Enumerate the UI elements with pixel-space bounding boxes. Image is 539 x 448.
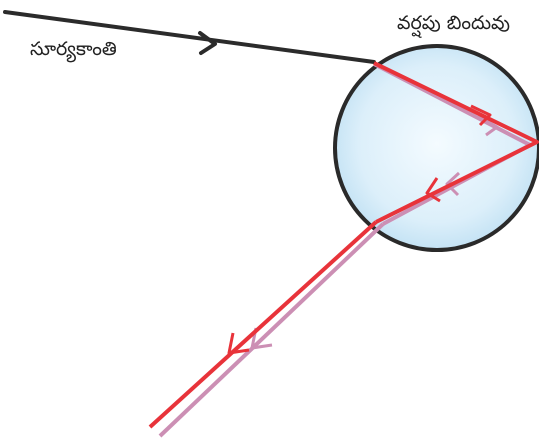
raindrop-label: వర్షపు బిందువు: [397, 12, 511, 34]
red-arrowhead-exit: [227, 332, 250, 355]
red-arrowhead-return: [425, 177, 441, 203]
violet-arrowhead-return: [445, 171, 461, 197]
red-arrowhead-inner: [470, 104, 492, 127]
violet-ray-exit: [158, 222, 385, 438]
sunlight-arrowhead: [198, 31, 217, 55]
sunlight-label: సూర్యకాంతి: [30, 38, 117, 60]
red-ray-exit: [148, 220, 378, 429]
sunlight-ray: [3, 10, 376, 64]
raindrop-circle: [333, 44, 539, 252]
